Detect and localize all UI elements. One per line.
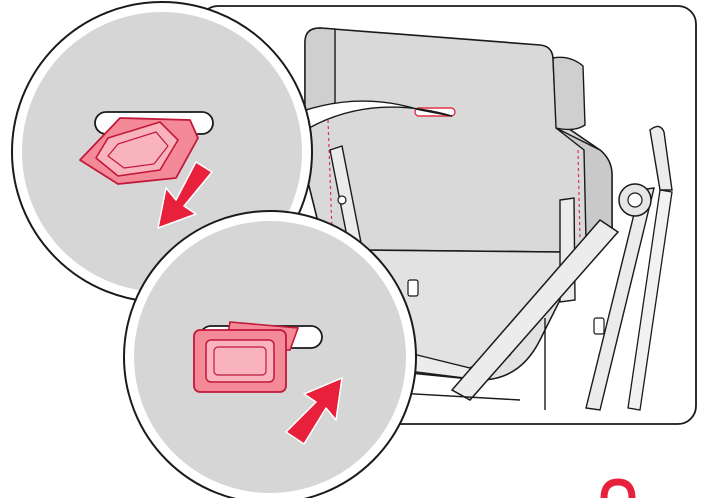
buckle-tab-right	[594, 318, 604, 334]
seat-wing-right	[553, 57, 585, 129]
buckle-tab-left	[408, 280, 418, 296]
fold-joint-inner	[628, 193, 642, 207]
callout-clip-tab-face	[206, 340, 274, 382]
red-ring-icon	[604, 482, 632, 498]
callout-clip	[124, 211, 416, 498]
corner-mark	[604, 482, 632, 498]
frame-joint-left-1	[338, 196, 346, 204]
